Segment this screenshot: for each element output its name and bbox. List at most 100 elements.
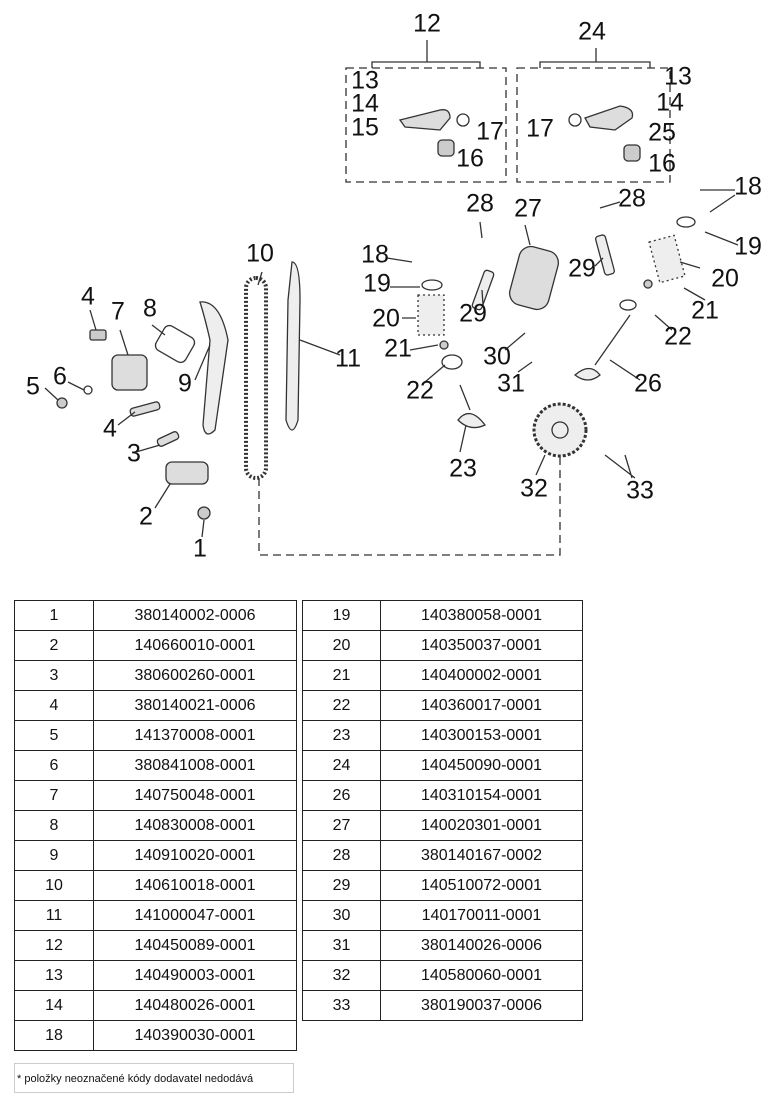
callout-label: 31 [497,370,525,398]
part-number: 30 [302,900,381,931]
part-number: 5 [14,720,94,751]
callout-label: 26 [634,370,662,398]
callout-label: 33 [626,477,654,505]
callout-label: 20 [711,265,739,293]
part-code: 140400002-0001 [380,660,583,691]
part-code: 380841008-0001 [93,750,297,781]
part-number: 9 [14,840,94,871]
part-code: 141000047-0001 [93,900,297,931]
part-number: 28 [302,840,381,871]
spring-20-right [648,234,686,284]
part-number: 13 [14,960,94,991]
part-number: 33 [302,990,381,1021]
callout-label: 16 [456,145,484,173]
part-code: 380190037-0006 [380,990,583,1021]
bracket-2 [165,461,209,485]
part-number: 32 [302,960,381,991]
callout-label: 4 [81,283,95,311]
valve-26 [573,314,631,381]
chain-sprocket-link [258,455,561,556]
part-number: 27 [302,810,381,841]
callout-label: 32 [520,475,548,503]
part-code: 140380058-0001 [380,600,583,631]
part-number: 2 [14,630,94,661]
rocker-group-12-box [345,67,507,183]
part-code: 380140021-0006 [93,690,297,721]
part-code: 140580060-0001 [380,960,583,991]
part-code: 140660010-0001 [93,630,297,661]
part-number: 8 [14,810,94,841]
callout-label: 21 [691,297,719,325]
part-number: 21 [302,660,381,691]
part-number: 31 [302,930,381,961]
part-number: 14 [14,990,94,1021]
callout-label: 7 [111,298,125,326]
callout-label: 19 [734,233,762,261]
part-number: 4 [14,690,94,721]
part-code: 140750048-0001 [93,780,297,811]
callout-label: 29 [459,300,487,328]
valve-23 [457,384,487,429]
callout-label: 19 [363,270,391,298]
callout-label: 17 [526,115,554,143]
part-number: 22 [302,690,381,721]
camshaft-27 [508,245,560,311]
timing-chain [244,276,268,480]
part-number: 23 [302,720,381,751]
callout-label: 21 [384,335,412,363]
callout-label: 13 [351,67,379,95]
callout-label: 18 [361,241,389,269]
callout-label: 5 [26,373,40,401]
part-number: 29 [302,870,381,901]
callout-label: 22 [664,323,692,351]
callout-label: 23 [449,455,477,483]
callout-label: 14 [351,90,379,118]
part-number: 7 [14,780,94,811]
callout-label: 11 [335,345,361,373]
part-number: 6 [14,750,94,781]
callout-label: 12 [413,10,441,38]
part-code: 141370008-0001 [93,720,297,751]
part-code: 140910020-0001 [93,840,297,871]
callout-label: 14 [656,89,684,117]
footnote: * položky neoznačené kódy dodavatel nedo… [14,1063,294,1093]
callout-label: 28 [466,190,494,218]
cam-sprocket-32 [532,402,588,458]
spring-20-left [417,294,445,336]
part-code: 140390030-0001 [93,1020,297,1051]
part-code: 380140026-0006 [380,930,583,961]
part-number: 20 [302,630,381,661]
callout-label: 28 [618,185,646,213]
callout-label: 3 [127,440,141,468]
part-code: 140510072-0001 [380,870,583,901]
callout-label: 15 [351,114,379,142]
rocker-arm-15 [398,109,451,131]
chain-tensioner-guide-9 [199,301,229,435]
part-code: 140480026-0001 [93,990,297,1021]
callout-label: 4 [103,415,117,443]
